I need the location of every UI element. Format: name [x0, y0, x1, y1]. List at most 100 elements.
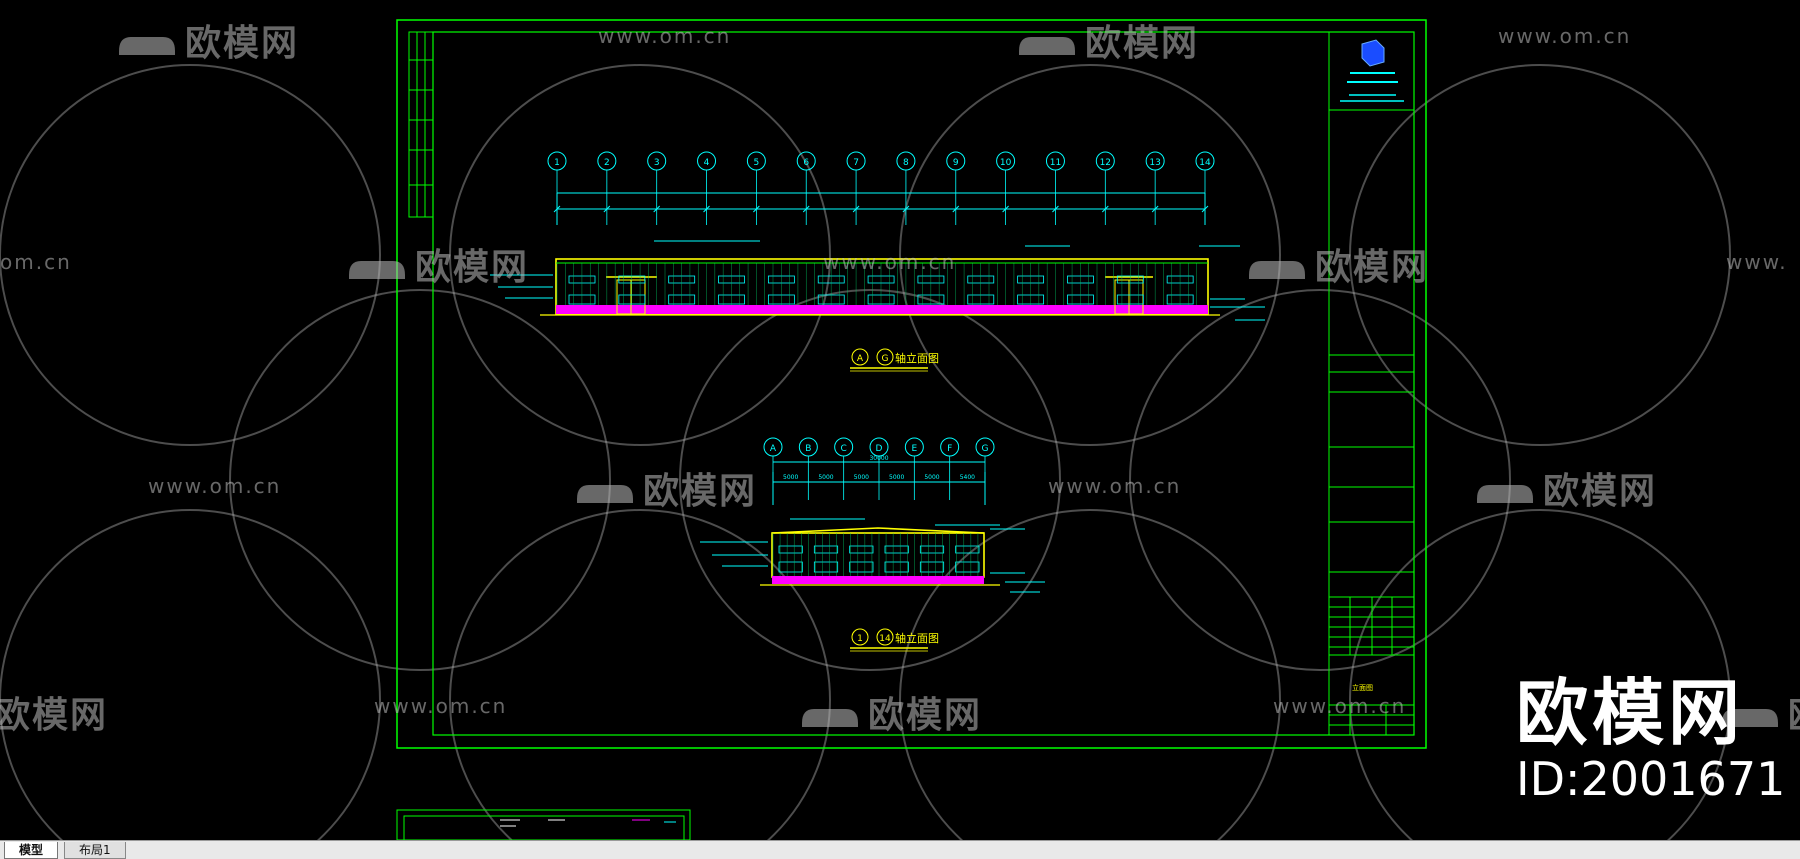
sofa-icon	[1245, 251, 1309, 281]
tab-layout1[interactable]: 布局1	[64, 842, 126, 859]
dim-label: 5400	[960, 474, 975, 481]
window-lower	[955, 561, 980, 573]
dim-tick	[902, 205, 910, 213]
watermark-url: www.om.cn	[1498, 24, 1632, 48]
window-upper	[813, 545, 839, 554]
dim-tick	[1052, 205, 1059, 213]
model-space-canvas[interactable]: 立面图	[0, 0, 1800, 840]
dim-label: 5000	[889, 474, 904, 481]
sheet-name: 立面图	[1352, 683, 1373, 692]
window-upper	[849, 545, 874, 554]
axis-label: 4	[704, 158, 710, 168]
watermark-logo: 欧模网	[115, 14, 299, 66]
sofa-icon	[345, 251, 409, 281]
watermark-url: www.om.cn	[148, 474, 282, 498]
axis-label: A	[770, 444, 777, 454]
watermark-url: www.om.cn	[1048, 474, 1182, 498]
axis-label: 10	[1000, 158, 1012, 168]
axis-label: 11	[1050, 158, 1061, 168]
watermark-url: om.cn	[0, 250, 72, 274]
axis-label: 14	[1199, 158, 1211, 168]
watermark-logo: 欧模网	[798, 686, 982, 738]
axis-label: 9	[953, 158, 959, 168]
axis-label: F	[947, 444, 952, 454]
dim-tick	[553, 205, 561, 213]
sofa-icon	[1718, 699, 1782, 729]
brand-name: 欧模网	[1516, 671, 1745, 755]
axis-label: 1	[554, 158, 560, 168]
elev2-title: 轴立面图	[895, 631, 939, 645]
title-block	[1328, 31, 1415, 736]
dim-tick	[603, 205, 611, 213]
watermark-logo-partial: 欧模网	[0, 695, 109, 736]
dim-tick	[703, 205, 710, 213]
dim-tick	[1151, 205, 1159, 213]
axis-label: C	[841, 444, 847, 454]
watermark-url: www.om.cn	[374, 694, 508, 718]
dim-label: 5000	[818, 474, 833, 481]
window-lower	[884, 561, 909, 573]
elevation-2: A B C D E F G 5000 5000 5000 5000 5000 5400 30000 1…	[700, 437, 1045, 652]
watermark-logo: 欧模网	[1015, 14, 1199, 66]
watermark-url: www.om.cn	[1273, 694, 1407, 718]
cad-drawing: 立面图	[0, 19, 1731, 840]
window-lower	[778, 561, 803, 573]
axis-label: E	[911, 444, 917, 454]
watermark-logo: 欧模网	[573, 462, 757, 514]
sofa-icon	[573, 475, 637, 505]
sofa-icon	[798, 699, 862, 729]
axis-label: 13	[1149, 158, 1160, 168]
window-upper	[778, 545, 803, 554]
axis-label: B	[805, 444, 811, 454]
company-logo	[1340, 39, 1404, 102]
dim-tick	[653, 205, 661, 213]
dim-label: 5000	[783, 474, 798, 481]
model-id: ID:2001671	[1516, 752, 1786, 806]
window-lower	[849, 561, 874, 573]
axis-label: 7	[853, 158, 859, 168]
binding-strip	[408, 31, 434, 218]
window-lower	[919, 561, 945, 573]
dim-label: 5000	[924, 474, 939, 481]
tab-model[interactable]: 模型	[4, 842, 59, 859]
dim-tick	[1101, 205, 1109, 213]
next-sheet-preview	[396, 809, 691, 840]
axis-label: 12	[1100, 158, 1111, 168]
watermark-url: www.om.cn	[823, 250, 957, 274]
dim-tick	[802, 205, 810, 213]
window-upper	[955, 545, 980, 554]
elev1-title-axis-g: G	[882, 354, 889, 364]
sofa-icon	[1473, 475, 1537, 505]
window-upper	[884, 545, 909, 554]
watermark-url: www.	[1726, 250, 1788, 274]
layout-tab-bar: 模型 布局1	[0, 840, 1800, 859]
dim-tick	[1002, 205, 1009, 213]
elev1-title-axis-a: A	[857, 354, 864, 364]
sofa-icon	[115, 27, 179, 57]
window-lower	[813, 561, 839, 573]
watermark-url: www.om.cn	[598, 24, 732, 48]
axis-label: D	[876, 444, 883, 454]
dim-label: 5000	[854, 474, 869, 481]
dim-tick	[952, 205, 960, 213]
dim-tick	[753, 205, 760, 213]
axis-label: 6	[803, 158, 809, 168]
dim-tick	[852, 205, 860, 213]
axis-label: 3	[654, 158, 660, 168]
watermark-logo: 欧模网	[1473, 462, 1657, 514]
dim-tick	[1201, 205, 1209, 213]
outer-frame	[396, 19, 1427, 749]
elev2-title-axis-14: 14	[879, 634, 891, 644]
axis-label: 8	[903, 158, 909, 168]
axis-label: 5	[754, 158, 760, 168]
elev2-total-dim: 30000	[869, 455, 888, 462]
elev2-title-axis-1: 1	[857, 634, 863, 644]
sofa-icon	[1015, 27, 1079, 57]
axis-label: G	[982, 444, 989, 454]
watermark-logo-partial: 欧模网	[1718, 686, 1800, 738]
watermark-logo: 欧模网	[345, 238, 529, 290]
brand-overlay: 欧模网 ID:2001671	[1516, 672, 1785, 804]
watermark-logo: 欧模网	[1245, 238, 1429, 290]
watermark-circles	[0, 64, 1731, 840]
